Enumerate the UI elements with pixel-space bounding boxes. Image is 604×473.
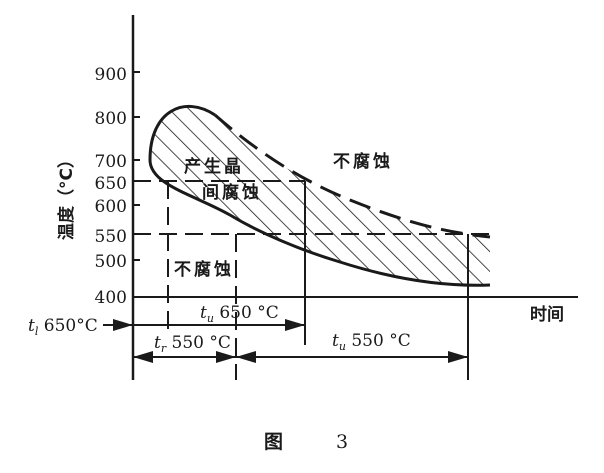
y-tick-600: 600 [95, 197, 127, 217]
x-axis-label: 时间 [530, 304, 564, 325]
y-tick-550: 550 [95, 227, 127, 247]
caption-number: 3 [336, 431, 348, 453]
y-tick-800: 800 [95, 109, 127, 129]
region-label-no-corrosion-upper: 不腐蚀 [333, 151, 393, 172]
y-tick-500: 500 [95, 252, 127, 272]
caption-prefix: 图 [264, 431, 283, 453]
y-tick-400: 400 [95, 288, 127, 308]
y-tick-700: 700 [95, 152, 127, 172]
region-label-corrosion-1: 产生晶 [184, 156, 244, 177]
y-tick-650: 650 [95, 174, 127, 194]
label-tr-550: tr 550 °C [154, 333, 231, 355]
region-label-corrosion-2: 间腐蚀 [202, 182, 262, 203]
label-tu-650: tu 650 °C [200, 303, 279, 325]
label-tu-550: tu 550 °C [332, 331, 411, 353]
y-axis-label: 温度（°C） [56, 151, 77, 240]
y-ticks [133, 71, 140, 261]
label-tl-650: tl 650°C [28, 316, 98, 338]
region-label-no-corrosion-lower: 不腐蚀 [174, 259, 234, 280]
y-tick-900: 900 [95, 65, 127, 85]
